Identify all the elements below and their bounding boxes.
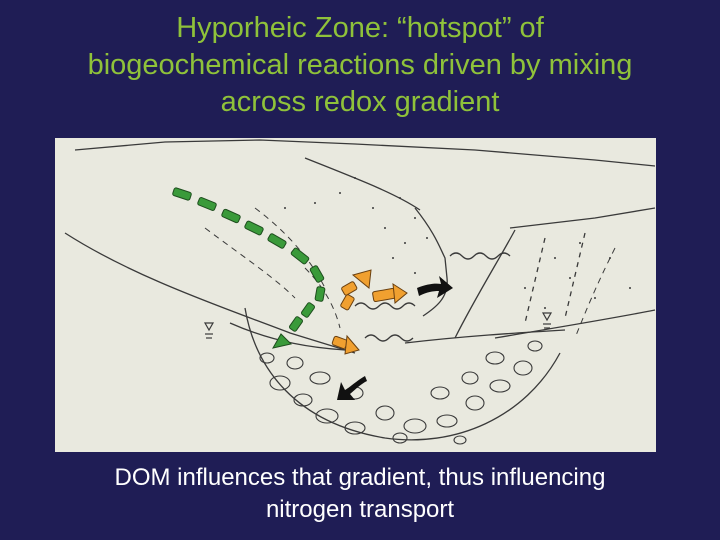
left-bank-front-edge: [64, 232, 356, 354]
water-surface-right: [404, 329, 566, 344]
slide-title: Hyporheic Zone: “hotspot” of biogeochemi…: [10, 10, 710, 121]
title-line: Hyporheic Zone: “hotspot” of: [176, 12, 544, 44]
sediment-wavy-line: [354, 302, 416, 310]
hyporheic-zone-diagram: [55, 138, 656, 452]
right-bank-front-edge: [454, 229, 516, 339]
right-bank-dashed: [524, 232, 586, 324]
title-line: across redox gradient: [220, 86, 500, 118]
slide-caption: DOM influences that gradient, thus influ…: [40, 462, 680, 526]
water-table-symbol-icon: [203, 322, 215, 339]
title-line: biogeochemical reactions driven by mixin…: [87, 49, 633, 81]
left-bank-slope: [414, 207, 448, 317]
streambed-gravel: [259, 340, 543, 445]
caption-line: DOM influences that gradient, thus influ…: [114, 464, 606, 491]
stream-flow-arrow: [417, 276, 453, 298]
hyporheic-exchange-arrow: [331, 334, 360, 355]
hyporheic-exchange-arrow: [340, 269, 408, 311]
sediment-wavy-line: [364, 334, 414, 342]
channel-bed-outline: [244, 307, 561, 441]
right-bank-top-edge: [509, 207, 656, 229]
stream-channel: [229, 252, 566, 441]
land-block-left: [64, 139, 656, 354]
diagram-background: [55, 138, 656, 452]
water-surface-left: [229, 322, 346, 351]
flow-guide-lines: [204, 207, 616, 339]
right-bank-lower-edge: [494, 309, 656, 339]
left-bank-top-edge: [74, 139, 656, 167]
stream-flow-arrow: [337, 376, 367, 400]
groundwater-flow-arrow: [172, 187, 326, 349]
left-bank-ridge: [304, 157, 421, 211]
water-table-symbol-icon: [541, 312, 553, 329]
land-block-right: [454, 207, 656, 339]
caption-line: nitrogen transport: [265, 496, 455, 523]
sediment-wavy-line: [449, 252, 511, 260]
